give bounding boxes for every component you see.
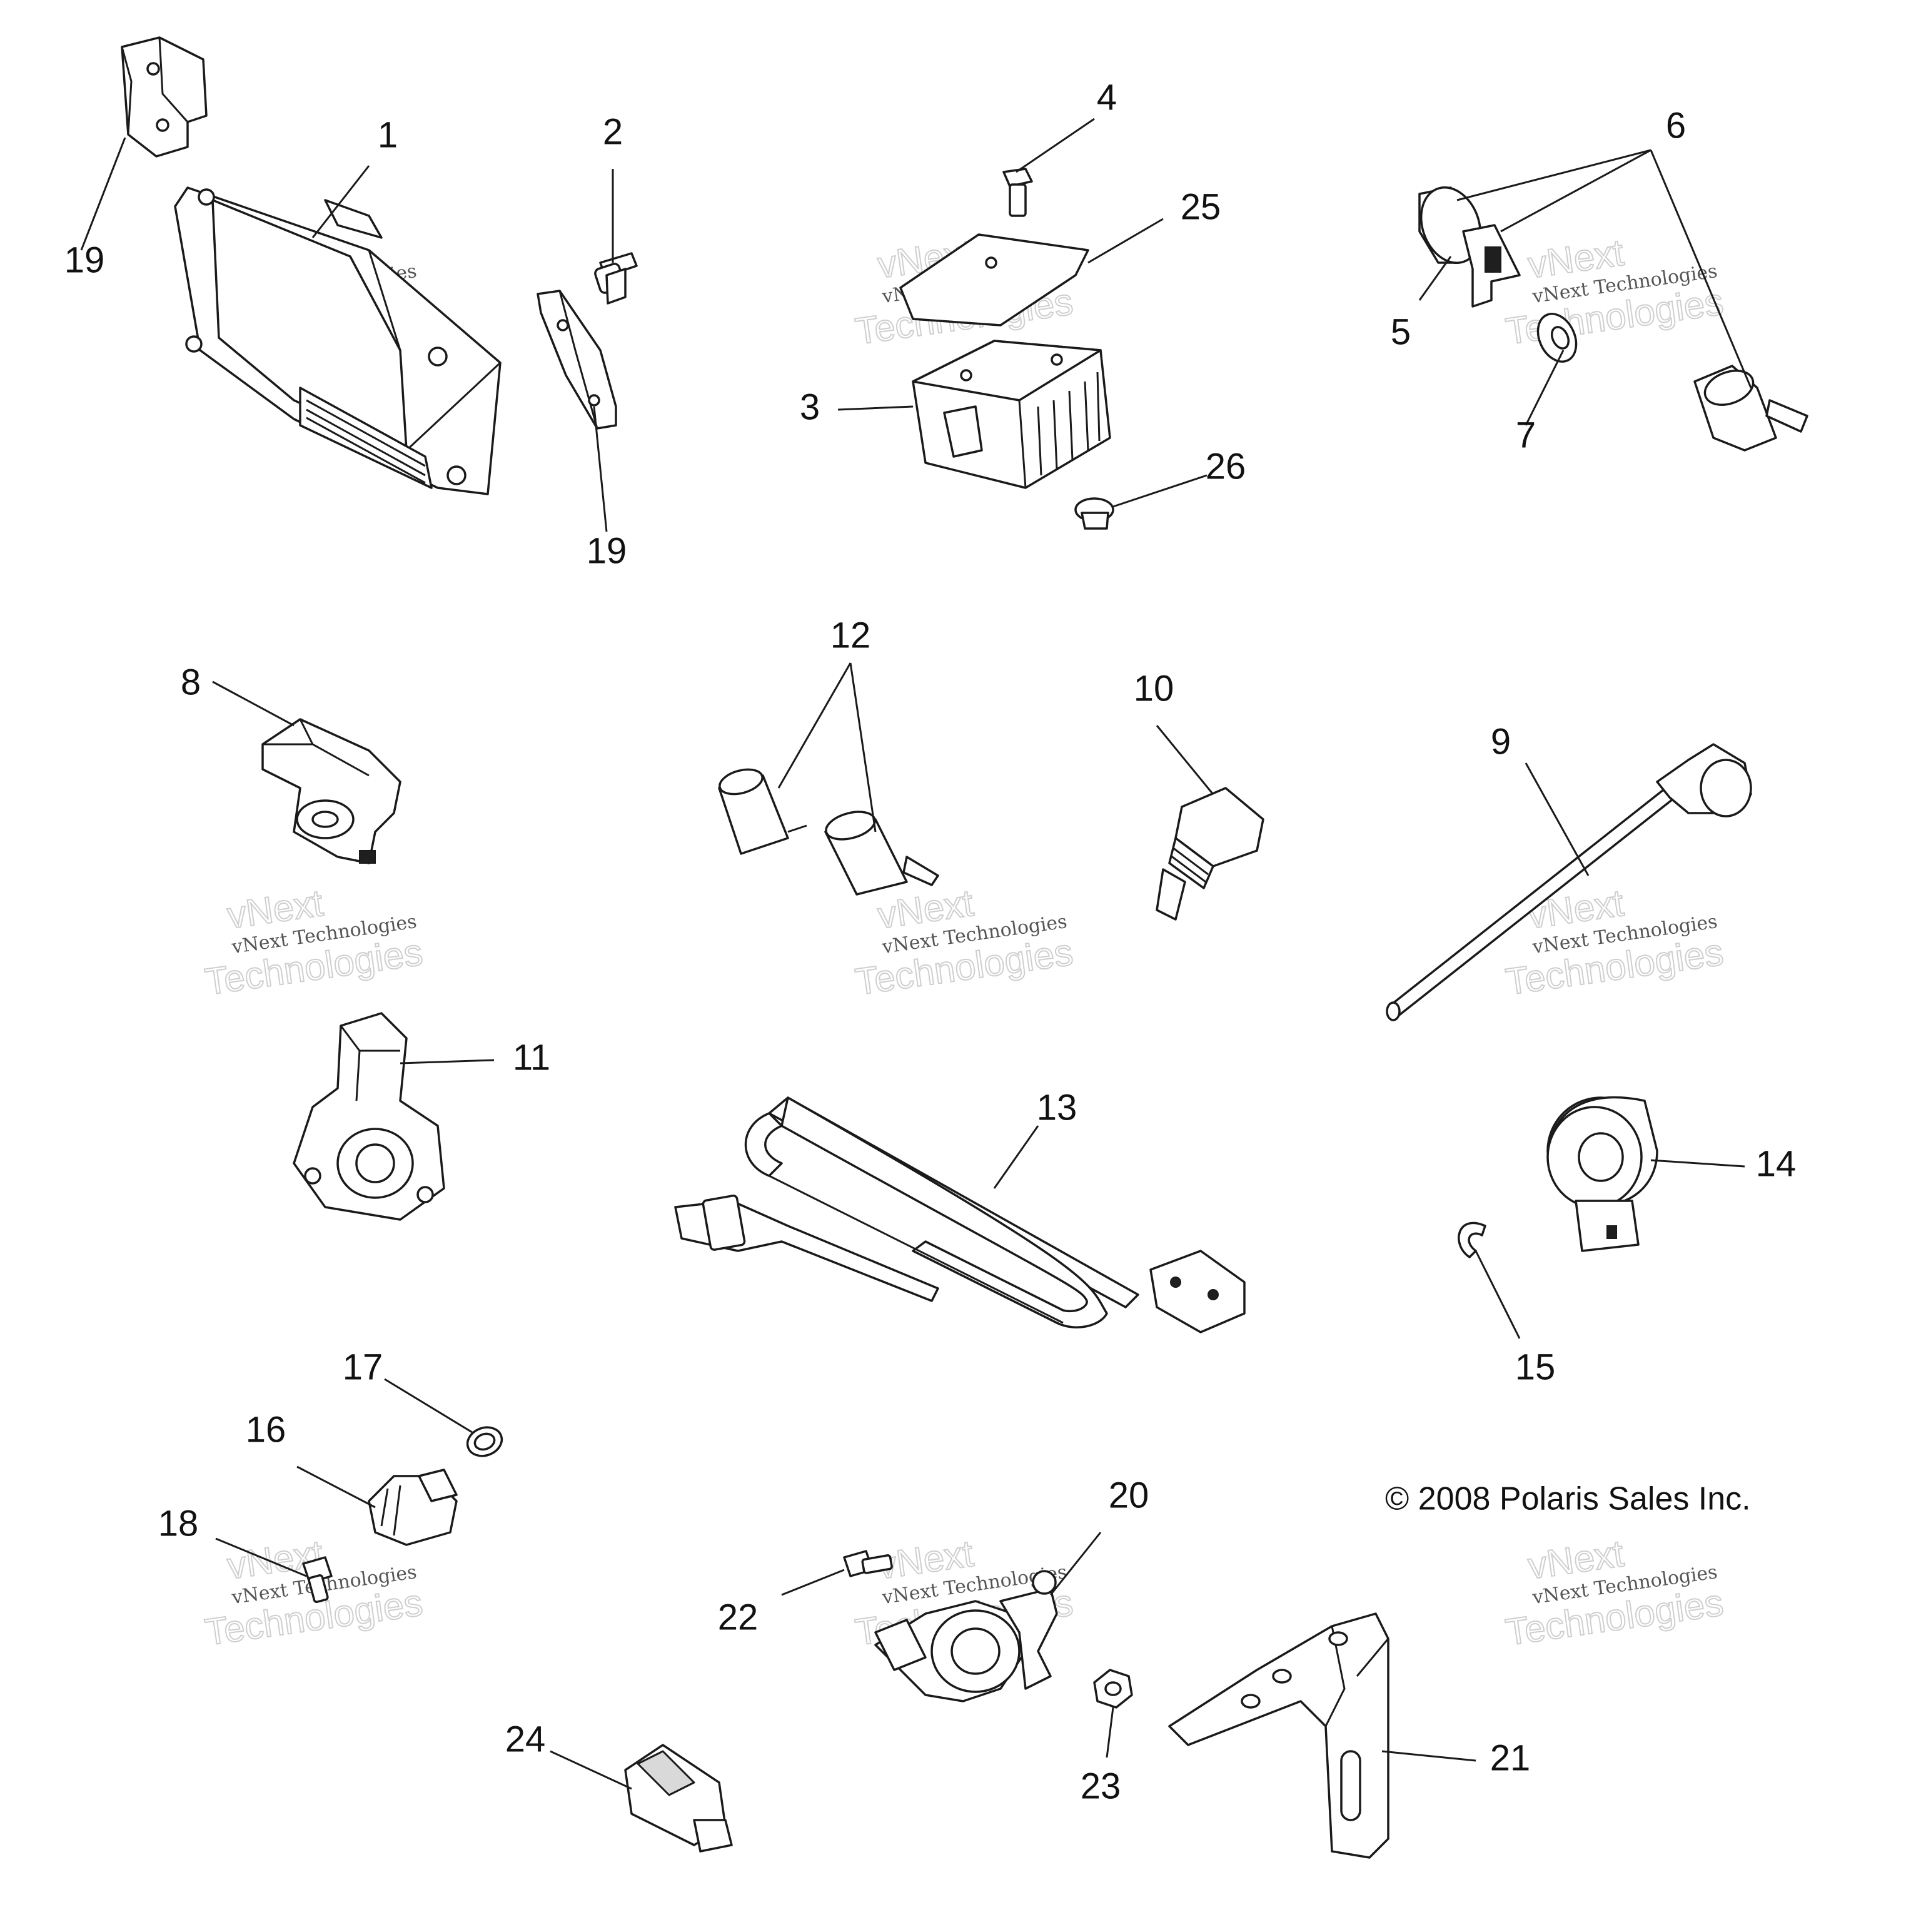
- part-knock-sensor-14: [1546, 1096, 1658, 1252]
- callout-2: 2: [603, 111, 623, 152]
- callout-7: 7: [1516, 415, 1536, 455]
- callout-8: 8: [181, 662, 201, 702]
- part-actuator-20: [874, 1570, 1058, 1702]
- part-grommet-26: [1074, 497, 1114, 530]
- leader-lines: [80, 118, 1752, 1790]
- callout-19-middle: 19: [587, 530, 627, 571]
- part-harness-13: [674, 1096, 1246, 1333]
- part-bolt-22: [843, 1550, 893, 1577]
- part-speed-sensor-9: [1386, 743, 1752, 1021]
- part-oring-17: [466, 1426, 503, 1457]
- callout-20: 20: [1109, 1475, 1149, 1515]
- callout-25: 25: [1181, 186, 1221, 227]
- part-bracket-19-middle: [537, 290, 617, 430]
- callout-1: 1: [378, 114, 398, 155]
- part-switch-24: [624, 1744, 733, 1853]
- part-bracket-19-left: [121, 36, 208, 158]
- part-pin-12a: [718, 768, 807, 855]
- part-plate-25: [899, 233, 1089, 326]
- callout-16: 16: [246, 1409, 286, 1450]
- part-terminal-6: [1462, 224, 1521, 308]
- callout-18: 18: [158, 1503, 199, 1544]
- part-sensor-16: [368, 1469, 458, 1546]
- callout-23: 23: [1081, 1766, 1121, 1806]
- callout-21: 21: [1490, 1737, 1531, 1778]
- callout-5: 5: [1391, 311, 1411, 352]
- callout-13: 13: [1037, 1087, 1077, 1128]
- callout-15: 15: [1515, 1347, 1556, 1387]
- part-screw-18: [302, 1556, 333, 1604]
- part-temp-sensor-10: [1156, 787, 1264, 921]
- part-ecu-1: [174, 186, 502, 495]
- callout-17: 17: [343, 1347, 383, 1387]
- part-bolt-2: [594, 252, 638, 305]
- callout-9: 9: [1491, 721, 1511, 762]
- callout-19-left: 19: [64, 240, 105, 280]
- part-nut-7: [1536, 313, 1578, 363]
- watermark: vNext vNext Technologies Technologies: [1503, 1532, 1727, 1654]
- watermark: vNext vNext Technologies Technologies: [202, 881, 426, 1004]
- watermark: vNext vNext Technologies Technologies: [1503, 231, 1727, 353]
- callout-6: 6: [1666, 105, 1686, 146]
- callout-11: 11: [513, 1037, 550, 1078]
- callout-4: 4: [1097, 77, 1117, 118]
- part-pin-12b: [824, 811, 939, 896]
- callout-12: 12: [830, 615, 871, 655]
- callout-26: 26: [1206, 446, 1246, 487]
- part-bracket-21: [1168, 1612, 1389, 1859]
- part-nut-23: [1093, 1669, 1133, 1709]
- part-regulator-3: [912, 340, 1111, 489]
- copyright-text: © 2008 Polaris Sales Inc.: [1385, 1481, 1751, 1517]
- part-sensor-6: [1693, 365, 1808, 452]
- part-clip-15: [1458, 1221, 1486, 1258]
- callout-10: 10: [1134, 668, 1174, 709]
- part-tps-11: [293, 1012, 445, 1221]
- part-map-sensor-8: [261, 718, 401, 864]
- callouts: 1 2 3 4 5 6 7 8 9 10 11 12 13 14 15 16 1…: [64, 77, 1797, 1806]
- callout-22: 22: [718, 1597, 759, 1637]
- part-screw-4: [1002, 168, 1033, 217]
- callout-3: 3: [800, 387, 820, 427]
- watermark: vNext vNext Technologies Technologies: [1503, 881, 1727, 1004]
- callout-14: 14: [1756, 1143, 1797, 1184]
- callout-24: 24: [505, 1719, 546, 1759]
